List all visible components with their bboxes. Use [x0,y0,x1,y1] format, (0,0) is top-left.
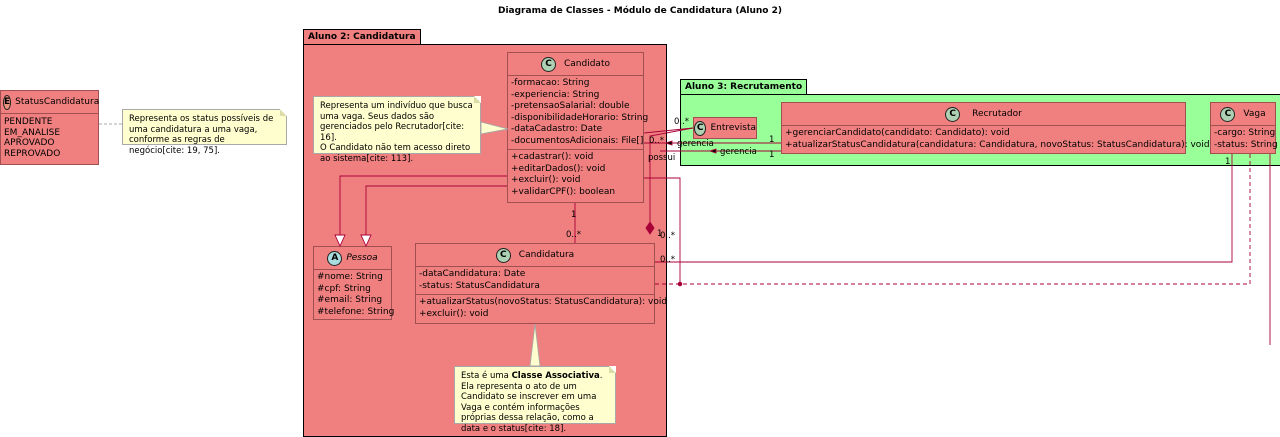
class-icon: C [945,106,961,122]
inheritance-line-1 [339,175,507,235]
label-role: gerencia [677,139,714,149]
class-icon: C [694,120,707,136]
class-icon: C [541,56,556,72]
enum-icon: E [3,94,12,110]
class-name: Candidatura [518,250,575,260]
class-attribute: -disponibilidadeHorario: String [511,112,649,123]
class-vaga: C Vaga -cargo: String-status: String [1210,102,1278,154]
inheritance-arrow-2 [360,234,372,248]
enum-value: EM_ANALISE [4,127,61,138]
class-method: +editarDados(): void [511,163,606,174]
label-mult: 1 [769,135,775,145]
class-pessoa: A Pessoa #nome: String#cpf: String#email… [313,246,395,320]
class-method: +cadastrar(): void [511,152,594,162]
class-method: +gerenciarCandidato(candidato: Candidato… [785,128,1010,138]
class-attribute: -dataCadastro: Date [511,124,603,134]
class-name: Entrevista [710,123,756,133]
label-mult: 0..* [674,117,690,127]
class-recrutador: C Recrutador +gerenciarCandidato(candida… [781,102,1210,154]
class-icon: C [1220,106,1236,122]
gerencia-arrow-1 [664,140,673,146]
label-mult: 1 [769,150,775,160]
class-icon: C [495,247,511,263]
class-name: Pessoa [346,253,378,263]
class-entrevista: C Entrevista [693,117,757,139]
label-mult: 0..* [566,230,582,240]
class-candidato: C Candidato -formacao: String-experienci… [507,52,649,203]
note-candidato: Representa um indivíduo que busca uma va… [313,96,481,164]
note-status: Representa os status possíveis de uma ca… [122,109,287,156]
candidato-entrevista-link [643,127,694,134]
label-mult: 1 [571,210,577,220]
class-attribute: #email: String [317,295,383,305]
class-attribute: -status: String [1214,139,1278,150]
enum-value: PENDENTE [4,117,53,127]
class-method: +validarCPF(): boolean [511,186,616,197]
class-method: +atualizarStatus(novoStatus: StatusCandi… [419,297,668,307]
class-attribute: #nome: String [317,272,383,282]
label-mult: 1 [1225,157,1231,167]
class-name: Recrutador [972,109,1022,119]
label-mult: 0..* [649,136,665,146]
candidato-assoc-link [644,177,681,284]
label-role: gerencia [720,147,757,157]
class-name: Vaga [1243,109,1266,119]
assoc-junction [677,281,683,287]
class-attribute: -status: StatusCandidatura [419,280,540,291]
enum-value: REPROVADO [4,148,61,159]
package-candidatura-tab: Aluno 2: Candidatura [303,29,421,44]
class-attribute: #cpf: String [317,283,371,294]
diagram-title: Diagrama de Classes - Módulo de Candidat… [497,6,782,16]
class-name: StatusCandidatura [15,97,100,107]
composition-diamond [645,221,655,235]
class-method: +excluir(): void [511,175,581,185]
candidatura-entrevista-link [649,127,694,228]
note-assoc-pointer [529,323,541,367]
class-name: Candidato [564,59,610,69]
inheritance-arrow-1 [334,234,346,248]
abstract-icon: A [327,250,343,266]
note-classe-associativa: Esta é uma Classe Associativa. Ela repre… [454,366,616,434]
label-mult: 1 [657,229,663,239]
note-candidato-pointer [480,121,509,135]
class-attribute: -cargo: String [1214,128,1276,138]
package-recrutamento-tab: Aluno 3: Recrutamento [680,79,808,94]
class-method: +atualizarStatusCandidatura(candidatura:… [785,139,1210,150]
class-attribute: -documentosAdicionais: File[] [511,135,644,146]
label-mult: 0..* [660,255,676,265]
enum-value: APROVADO [4,138,55,148]
vaga-candidatura-link [655,154,1233,263]
class-method: +excluir(): void [419,308,489,319]
gerencia-arrow-2 [708,148,717,154]
label-mult: 0..* [660,231,676,241]
class-attribute: -pretensaoSalarial: double [511,101,630,111]
label-role: possui [648,153,676,163]
vaga-assoc-dashed [655,154,1251,285]
class-attribute: -experiencia: String [511,89,600,100]
class-attribute: -dataCandidatura: Date [419,269,526,279]
class-candidatura: C Candidatura -dataCandidatura: Date-sta… [415,243,668,324]
class-attribute: #telefone: String [317,306,395,317]
inheritance-line-2 [365,185,507,235]
class-attribute: -formacao: String [511,78,590,88]
